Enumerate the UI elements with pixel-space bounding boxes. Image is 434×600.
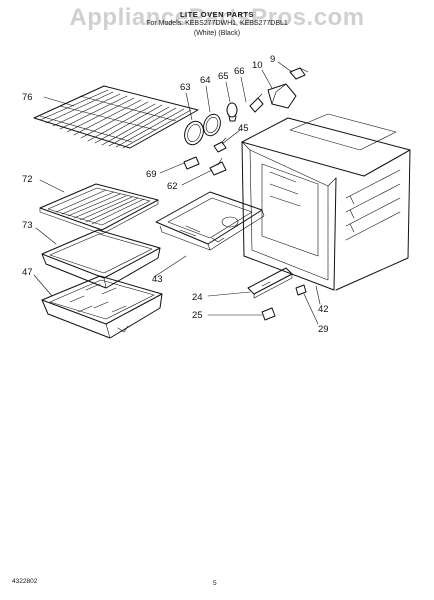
callout-66: 66	[234, 66, 245, 77]
watermark: AppliancePartsPros.com	[69, 4, 365, 31]
callout-10: 10	[252, 60, 263, 71]
callout-25: 25	[192, 310, 203, 321]
oven-rack-part	[33, 85, 199, 149]
broiler-pan-insert-part	[41, 229, 161, 289]
callout-24: 24	[192, 292, 203, 303]
broiler-pan-part	[41, 275, 163, 339]
oven-bottom-part	[155, 191, 265, 251]
callout-76: 76	[22, 92, 33, 103]
oven-cavity-part	[241, 113, 411, 291]
light-assembly-parts	[184, 93, 264, 146]
callout-47: 47	[22, 267, 33, 278]
callout-65: 65	[218, 71, 229, 82]
callout-72: 72	[22, 174, 33, 185]
callout-43: 43	[152, 274, 163, 285]
callout-63: 63	[180, 82, 191, 93]
document-code: 4322802	[12, 578, 38, 585]
callout-62: 62	[167, 181, 178, 192]
light-socket-parts	[267, 67, 309, 109]
callout-42: 42	[318, 304, 329, 315]
callout-labels: 76 63 64 65 66 10 9 45 69 62 72 73 43 47…	[22, 54, 329, 335]
callout-29: 29	[318, 324, 329, 335]
leader-lines	[33, 61, 321, 325]
callout-69: 69	[146, 169, 157, 180]
lower-small-parts	[247, 267, 307, 321]
callout-45: 45	[238, 123, 249, 134]
callout-64: 64	[200, 75, 211, 86]
callout-73: 73	[22, 220, 33, 231]
broiler-grid-part	[39, 183, 159, 235]
model-numbers: For Models: KEBS277DWH1, KEBS277DBL1	[146, 20, 288, 27]
callout-9: 9	[270, 54, 275, 65]
diagram-title: LITE OVEN PARTS	[179, 10, 255, 19]
finish-labels: (White) (Black)	[193, 30, 241, 37]
small-bracket-parts	[183, 137, 227, 176]
page-number: 5	[213, 580, 217, 587]
